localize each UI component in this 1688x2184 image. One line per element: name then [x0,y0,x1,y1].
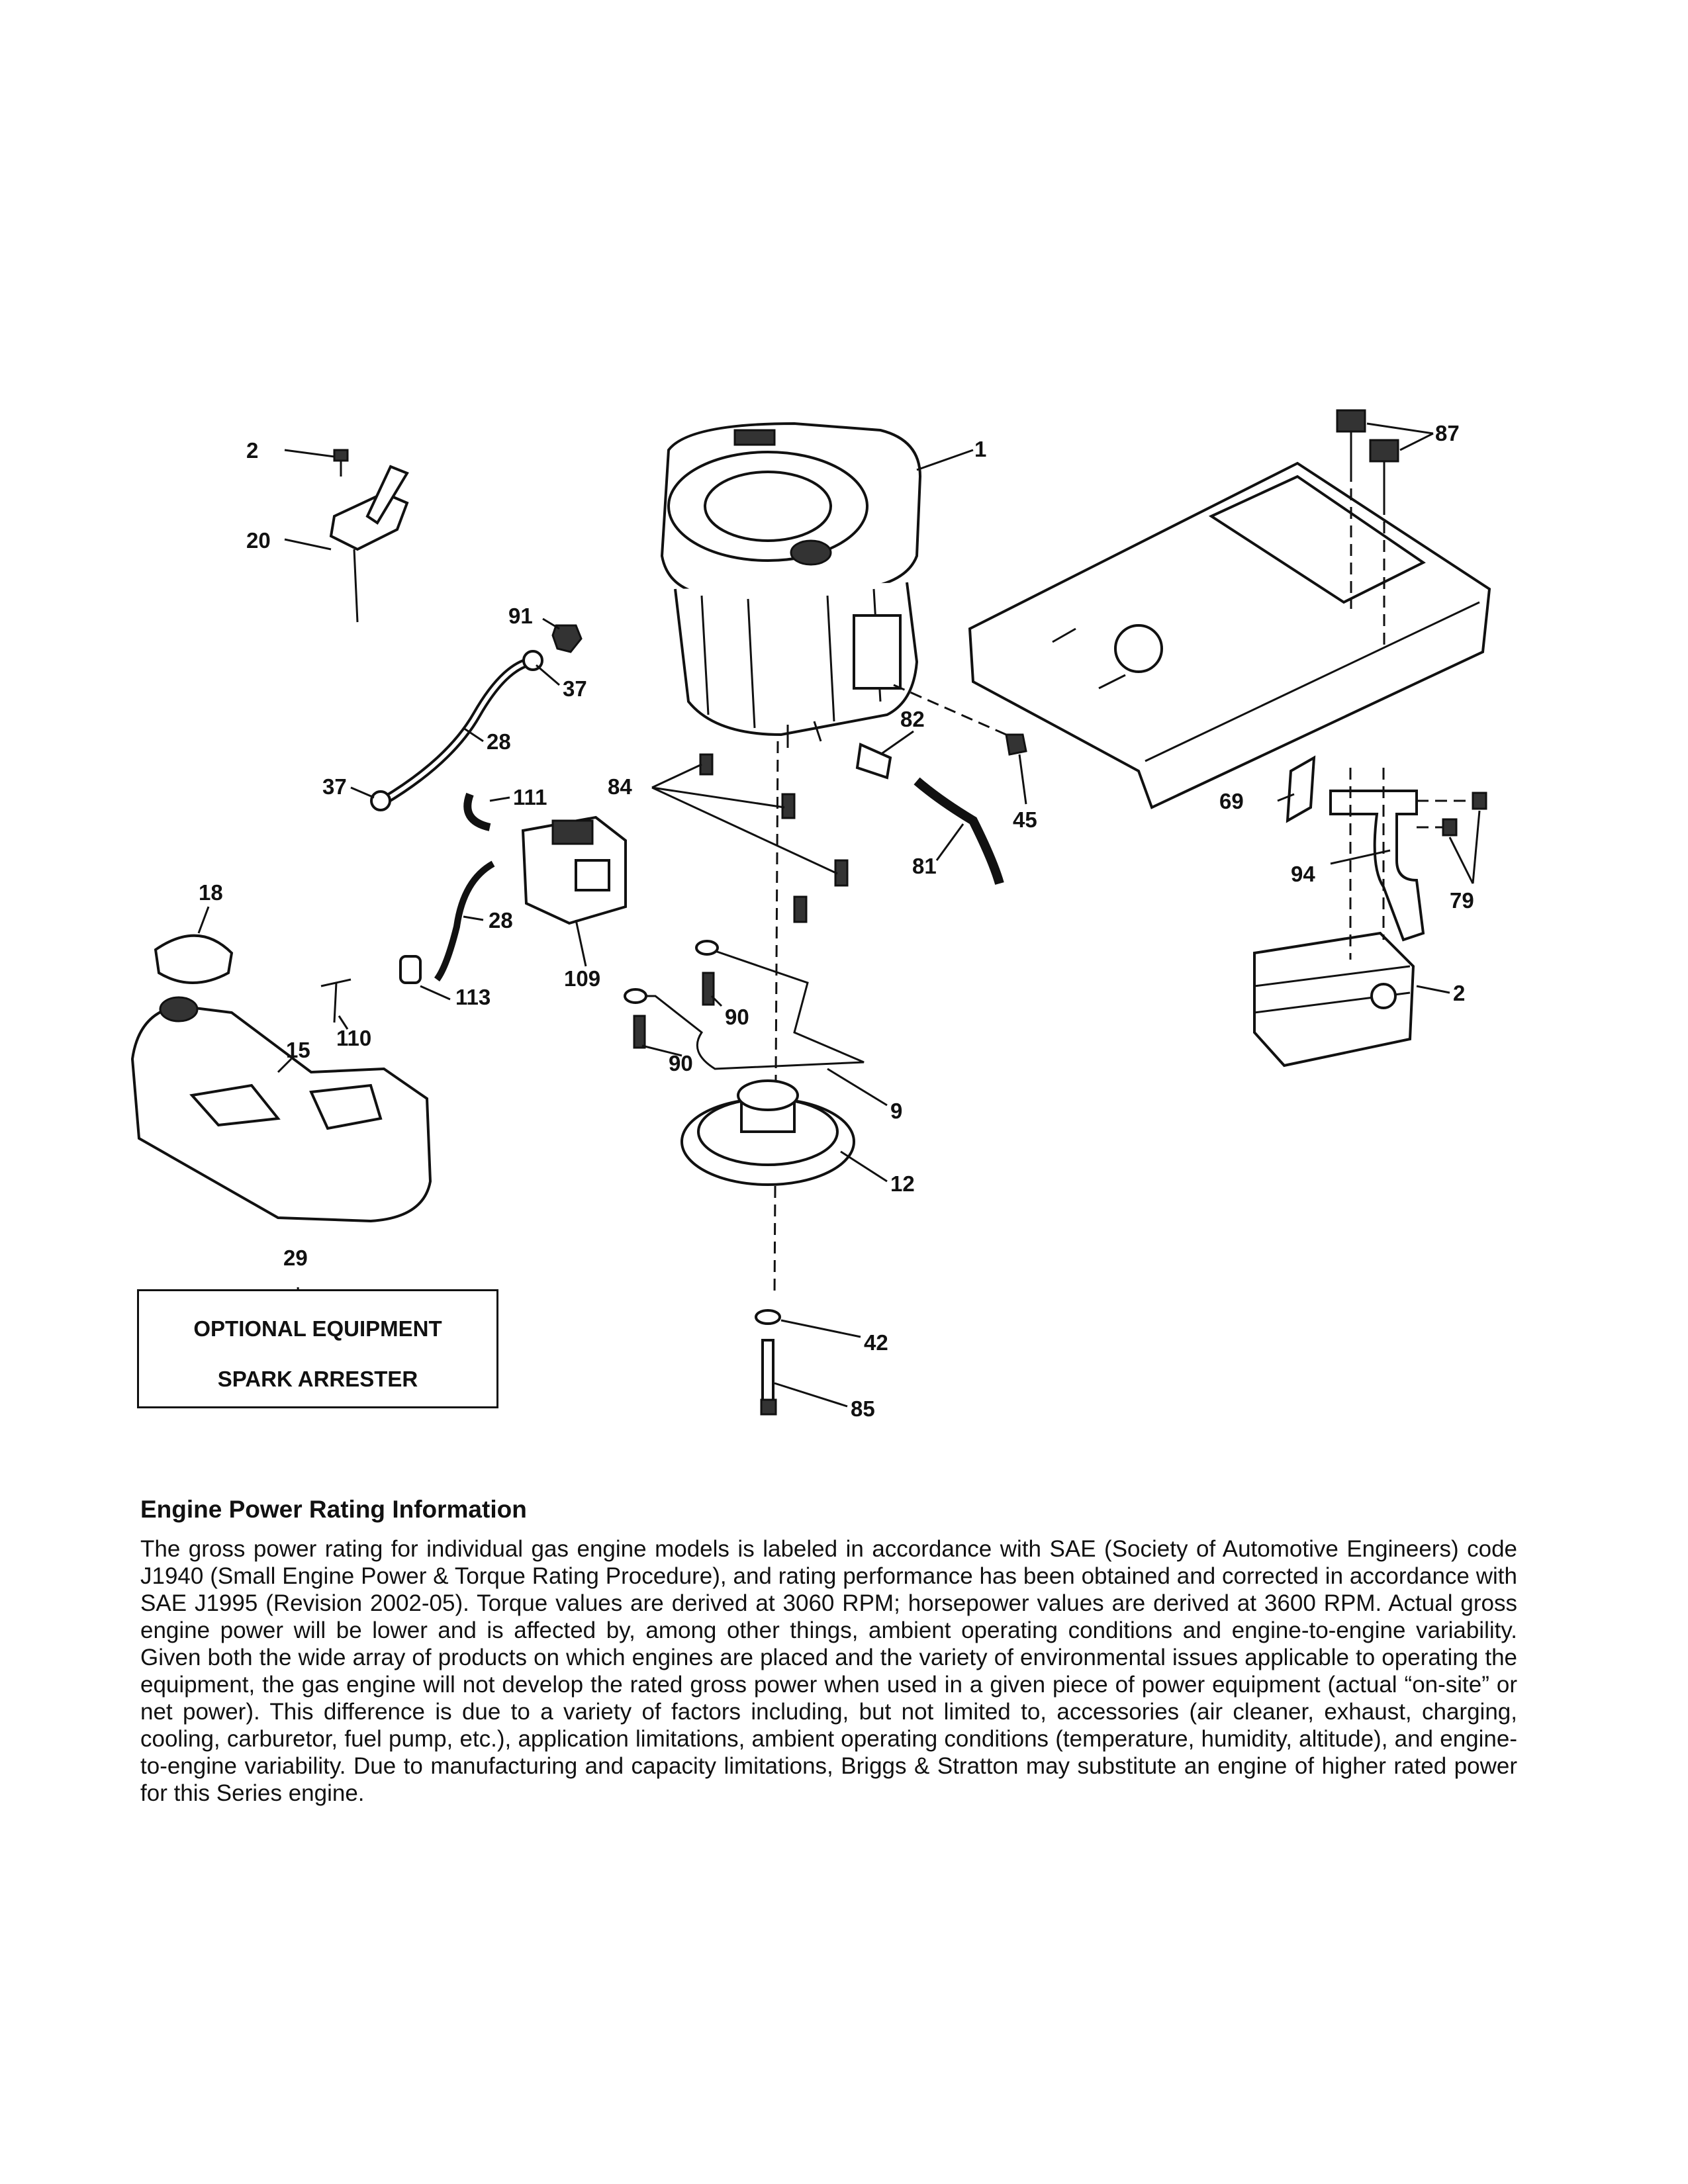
fuel-tank [130,934,432,1223]
callout-87: 87 [1435,421,1460,445]
callout-91: 91 [508,604,533,628]
callout-82: 82 [900,707,925,731]
callout-12: 12 [890,1171,915,1196]
callout-15: 15 [286,1038,310,1062]
callout-29: 29 [283,1246,308,1270]
callout-labels: 2 20 1 87 91 37 28 37 111 84 82 45 81 69… [199,421,1474,1421]
throttle-control [329,449,409,623]
leader-lines [197,422,1481,1408]
bolts-87 [1336,409,1399,649]
callout-21: 2 [246,438,258,463]
callout-9: 9 [890,1099,902,1123]
callout-90-lower: 90 [669,1051,693,1075]
frame [968,461,1491,809]
callout-37-top: 37 [563,676,587,701]
callout-28-bottom: 28 [489,908,513,933]
callout-81: 81 [912,854,937,878]
callout-18: 18 [199,880,223,905]
module-109 [521,815,627,925]
callout-42: 42 [864,1330,888,1355]
callout-45: 45 [1013,807,1037,832]
callout-110: 110 [336,1026,371,1050]
callout-111: 111 [513,785,547,809]
callout-85: 85 [851,1396,875,1421]
callout-113: 113 [455,985,491,1009]
spark-arrester-label: SPARK ARRESTER [217,1367,418,1391]
callout-94: 94 [1291,862,1315,886]
info-heading: Engine Power Rating Information [140,1496,527,1523]
callout-90-upper: 90 [725,1005,749,1029]
callout-20: 20 [246,528,271,553]
fuel-line-upper [370,624,583,811]
fuel-filter-parts [320,792,495,1023]
callout-79: 79 [1450,888,1474,913]
info-body: The gross power rating for individual ga… [140,1536,1517,1806]
muffler [1253,755,1487,1068]
callout-1: 1 [974,437,986,461]
engine-hardware [651,684,1027,1298]
callout-109: 109 [564,966,600,991]
optional-equipment-box: OPTIONAL EQUIPMENT SPARK ARRESTER [137,1289,498,1408]
callout-28-top: 28 [487,729,511,754]
pulley [680,1079,855,1416]
callout-2: 2 [1453,981,1465,1005]
callout-84: 84 [608,774,632,799]
bracket-9 [624,940,865,1070]
callout-37-left: 37 [322,774,347,799]
callout-69: 69 [1219,789,1244,813]
engine [660,422,922,748]
power-rating-info: Engine Power Rating Information The gros… [140,1496,1517,1807]
optional-equipment-label: OPTIONAL EQUIPMENT [193,1316,442,1341]
